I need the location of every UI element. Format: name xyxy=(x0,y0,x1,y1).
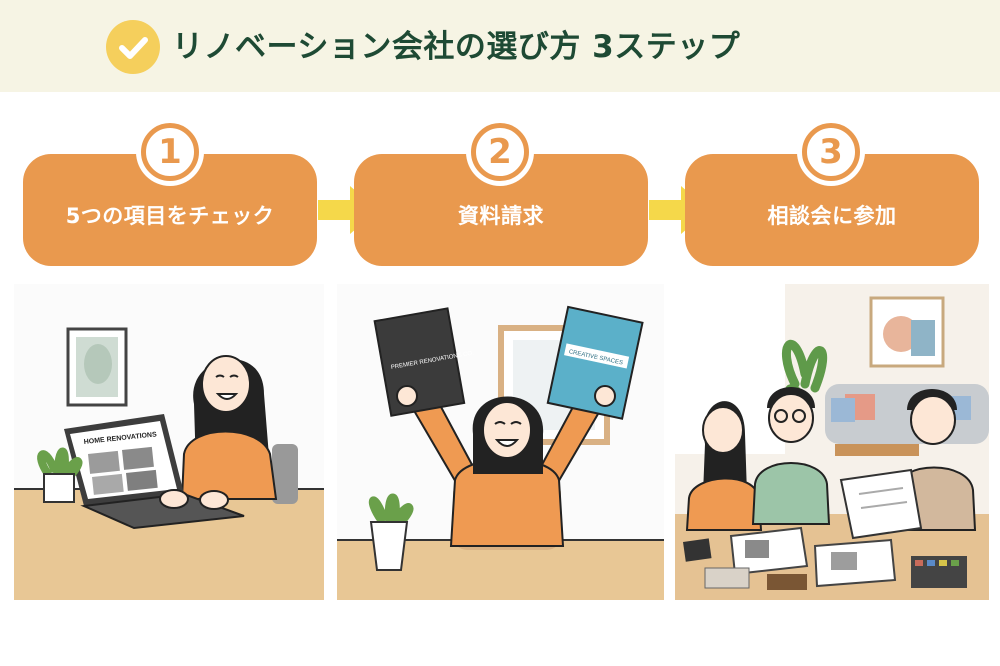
step-1-number: 1 xyxy=(141,123,199,181)
illustration-request-brochures: PREMIER RENOVATIONS CO. CREATIVE SPACES xyxy=(337,284,664,600)
step-3-number-badge: 3 xyxy=(797,118,865,186)
step-1-number-badge: 1 xyxy=(136,118,204,186)
step-2-number-badge: 2 xyxy=(466,118,534,186)
step-3-number: 3 xyxy=(802,123,860,181)
step-2-label: 資料請求 xyxy=(458,204,544,228)
check-icon xyxy=(106,20,160,74)
step-1-label: 5つの項目をチェック xyxy=(65,204,275,228)
illustration-laptop-search: HOME RENOVATIONS xyxy=(14,284,324,600)
step-2-number: 2 xyxy=(471,123,529,181)
illustration-consultation-meeting xyxy=(675,284,989,600)
step-3-label: 相談会に参加 xyxy=(767,204,897,228)
step-2-card: 資料請求 xyxy=(354,154,648,266)
header-banner: リノベーション会社の選び方 3ステップ xyxy=(0,0,1000,92)
page-title: リノベーション会社の選び方 3ステップ xyxy=(172,29,741,65)
